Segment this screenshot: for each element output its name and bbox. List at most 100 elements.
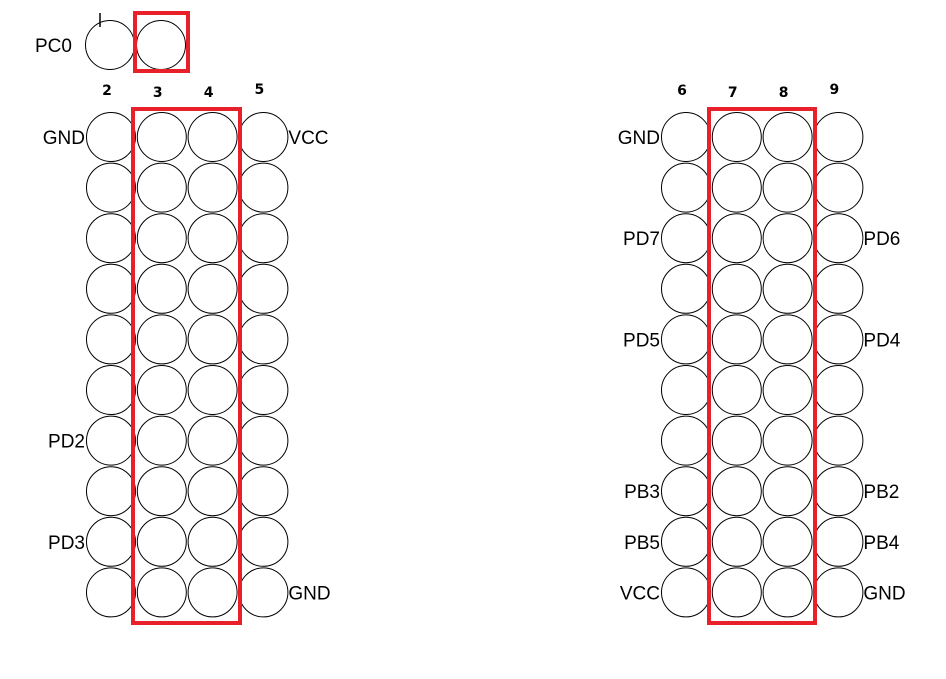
pin — [86, 365, 136, 415]
pin-label-right: PD6 — [863, 229, 900, 250]
pin-label-left: PD3 — [48, 533, 85, 554]
pin — [762, 213, 813, 264]
pin — [661, 112, 711, 162]
pin — [711, 213, 762, 264]
pin — [661, 466, 711, 517]
pin — [813, 314, 864, 365]
pin — [661, 263, 711, 314]
pin — [711, 567, 762, 618]
pin — [813, 415, 864, 466]
pin — [762, 466, 813, 517]
pin — [238, 162, 289, 213]
pin — [187, 314, 238, 365]
pin — [762, 162, 813, 213]
highlight-columns — [131, 107, 242, 625]
pin — [86, 567, 136, 618]
pin-label-left: PD5 — [623, 330, 660, 351]
pin — [136, 213, 187, 264]
pin — [238, 314, 289, 365]
pin-label-right: PB4 — [863, 533, 899, 554]
pin — [86, 415, 136, 466]
pin1-label: 1 — [97, 11, 98, 13]
pin — [762, 263, 813, 314]
pin-label-left: PB5 — [624, 533, 660, 554]
pin-label-left: PD2 — [48, 432, 85, 453]
pin — [238, 415, 289, 466]
pin — [187, 365, 238, 415]
pin — [238, 213, 289, 264]
pin — [813, 162, 864, 213]
pin — [661, 162, 711, 213]
pin — [762, 415, 813, 466]
pin — [813, 567, 864, 618]
pin — [762, 516, 813, 567]
pin-label-left: GND — [43, 128, 85, 149]
pin — [762, 314, 813, 365]
pin — [86, 466, 136, 517]
pin-label-right: GND — [288, 583, 330, 604]
pin — [813, 365, 864, 415]
pin — [136, 263, 187, 314]
pin — [187, 516, 238, 567]
pin — [711, 466, 762, 517]
pc0-label: PC0 — [35, 36, 72, 57]
pin — [661, 213, 711, 264]
pin — [661, 567, 711, 618]
pin-label-left: PD7 — [623, 229, 660, 250]
pin — [711, 162, 762, 213]
pin — [661, 516, 711, 567]
column-number: 3 — [153, 85, 163, 101]
pin — [238, 263, 289, 314]
pin-pc0 — [85, 20, 135, 70]
column-number: 6 — [677, 83, 687, 99]
pin — [238, 365, 289, 415]
pin — [711, 516, 762, 567]
column-number: 9 — [830, 82, 840, 98]
pin-label-right: PD4 — [863, 330, 900, 351]
pin — [187, 263, 238, 314]
top-header: 1 PC0 — [35, 11, 190, 73]
pin — [762, 112, 813, 162]
pin — [187, 213, 238, 264]
pin-label-right: VCC — [288, 128, 328, 149]
pin — [86, 162, 136, 213]
pin — [813, 112, 864, 162]
pin — [136, 567, 187, 618]
pin — [86, 213, 136, 264]
column-number: 2 — [102, 83, 112, 99]
column-number: 7 — [728, 85, 738, 101]
pin-label-left: VCC — [620, 583, 660, 604]
column-number: 8 — [779, 85, 789, 101]
pin — [136, 314, 187, 365]
pin — [813, 213, 864, 264]
pin-label-right: PB2 — [863, 482, 899, 503]
pin — [86, 314, 136, 365]
pin — [238, 567, 289, 618]
pin — [711, 365, 762, 415]
pin — [187, 567, 238, 618]
pin — [238, 466, 289, 517]
pin — [187, 415, 238, 466]
pin — [661, 314, 711, 365]
pin — [711, 112, 762, 162]
pin — [187, 112, 238, 162]
pin — [136, 365, 187, 415]
pin — [711, 263, 762, 314]
pin — [813, 516, 864, 567]
pin — [711, 314, 762, 365]
pin — [86, 516, 136, 567]
highlight-top — [133, 11, 190, 73]
pin-label-right: GND — [863, 583, 905, 604]
pin-label-left: GND — [618, 128, 660, 149]
pin — [86, 112, 136, 162]
column-number: 4 — [204, 85, 214, 101]
pin — [661, 365, 711, 415]
pin — [136, 112, 187, 162]
pin — [187, 162, 238, 213]
column-number: 5 — [255, 82, 265, 98]
pin — [238, 112, 289, 162]
pin — [813, 263, 864, 314]
